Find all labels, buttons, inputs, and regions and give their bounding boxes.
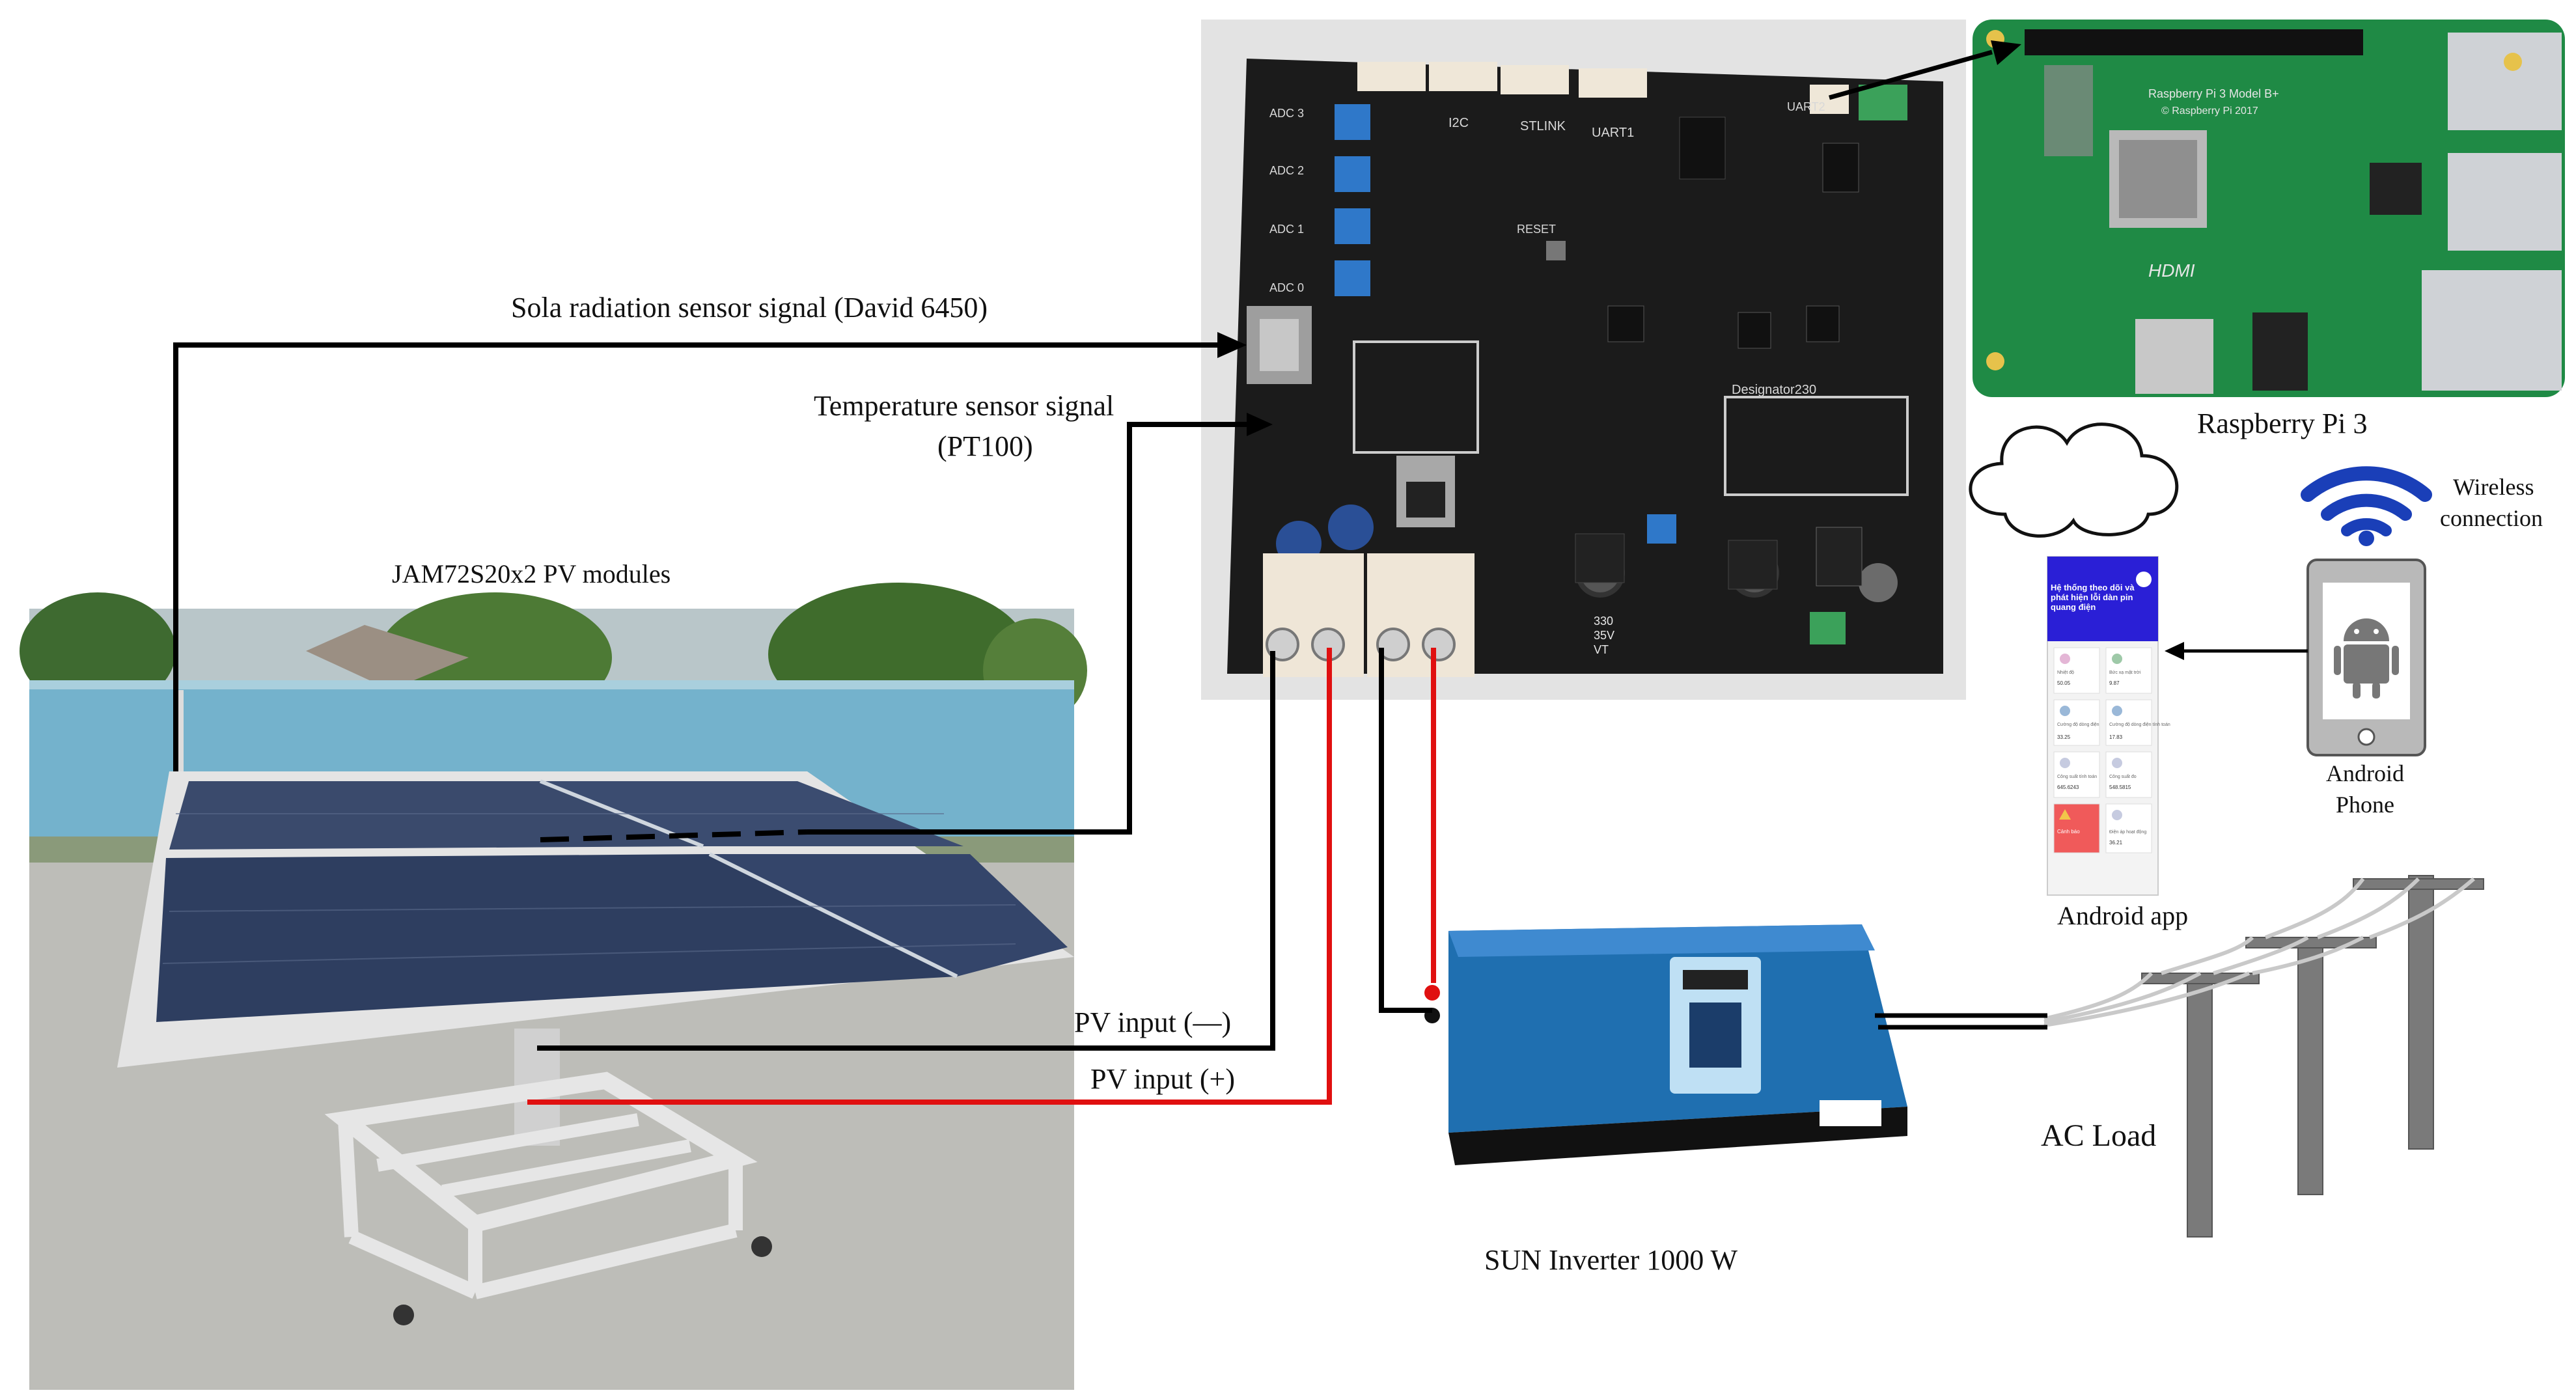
pcb-board-photo: I2C STLINK UART1 UART2 ADC 3 ADC 2 ADC 1…: [1201, 20, 1966, 700]
inverter-to-load-wire: [1875, 1013, 2047, 1030]
cloud-icon: [1969, 422, 2179, 538]
pcb-cap-text: VT: [1594, 643, 1609, 656]
arrow-phone-to-app: [2165, 642, 2308, 660]
ac-load-poles: [2141, 875, 2484, 1238]
rpi-silk-title: Raspberry Pi 3 Model B+: [2148, 87, 2279, 100]
pv-modules-label: JAM72S20x2 PV modules: [392, 559, 671, 588]
inverter-label: SUN Inverter 1000 W: [1484, 1244, 1738, 1276]
app-card-label: Cảnh báo: [2057, 829, 2080, 835]
pcb-designator: Designator230: [1732, 383, 1816, 397]
inverter-photo: [1424, 924, 1907, 1165]
pcb-cap-text: 330: [1594, 615, 1613, 628]
app-card-value: 33.25: [2057, 734, 2071, 740]
app-card-label: Cường độ dòng điện: [2057, 723, 2099, 727]
android-phone-label-line1: Android: [2326, 760, 2404, 786]
pcb-adc2: ADC 2: [1269, 164, 1304, 177]
raspberry-pi-photo: Raspberry Pi 3 Model B+ © Raspberry Pi 2…: [1973, 20, 2565, 397]
android-icon: [2334, 618, 2399, 698]
android-phone-icon: [2306, 559, 2426, 756]
app-card-label: Công suất tính toán: [2057, 773, 2097, 779]
app-card-label: Nhiệt độ: [2057, 671, 2074, 675]
app-card-label: Cường độ dòng điện tính toán: [2109, 723, 2170, 727]
app-card-label: Công suất đo: [2109, 773, 2137, 779]
pv-input-pos-label: PV input (+): [1090, 1063, 1235, 1095]
app-card-value: 548.5815: [2109, 784, 2131, 790]
pv-input-neg-label: PV input (—): [1074, 1006, 1231, 1038]
android-app-label: Android app: [2057, 901, 2188, 930]
pcb-header-uart2: UART2: [1787, 100, 1825, 113]
pcb-adc1: ADC 1: [1269, 223, 1304, 236]
app-card-value: 50.05: [2057, 680, 2071, 686]
inverter-negative-wire: [1379, 648, 1432, 1013]
android-app-screen: Hệ thống theo dõi và phát hiện lỗi dàn p…: [2047, 556, 2170, 896]
raspberry-label: Raspberry Pi 3: [2197, 408, 2368, 439]
temp-sensor-label-line1: Temperature sensor signal: [814, 390, 1114, 422]
pcb-cap-text: 35V: [1594, 629, 1614, 642]
pv-positive-wire: [527, 648, 1332, 1105]
pcb-to-raspberry-arrow: [1829, 40, 2021, 100]
ac-load-label: AC Load: [2041, 1118, 2156, 1153]
solar-sensor-wire: [173, 332, 1247, 771]
wireless-label-line2: connection: [2440, 505, 2543, 531]
app-title: Hệ thống theo dõi và phát hiện lỗi dàn p…: [2051, 583, 2135, 612]
pcb-header-stlink: STLINK: [1520, 119, 1566, 133]
pv-modules-photo: [20, 583, 1087, 1390]
pcb-adc3: ADC 3: [1269, 107, 1304, 120]
app-card-label: Điện áp hoạt động: [2109, 830, 2146, 835]
android-phone-label-line2: Phone: [2336, 792, 2394, 818]
app-card-grid: Nhiệt độ 50.05 Bức xạ mặt trời 9.87 Cườn…: [2053, 647, 2170, 853]
app-card-value: 36.21: [2109, 840, 2123, 846]
app-card-value: 645.6243: [2057, 784, 2079, 790]
app-card-label: Bức xạ mặt trời: [2109, 671, 2141, 675]
app-card-value: 17.83: [2109, 734, 2123, 740]
rpi-silk-year: © Raspberry Pi 2017: [2161, 105, 2258, 117]
pcb-header-i2c: I2C: [1448, 116, 1469, 130]
app-card-value: 9.87: [2109, 680, 2120, 686]
rpi-hdmi-label: HDMI: [2148, 260, 2195, 281]
pcb-reset-label: RESET: [1517, 223, 1556, 236]
wifi-icon: [2301, 466, 2432, 546]
pv-negative-wire: [537, 651, 1275, 1051]
pcb-adc0: ADC 0: [1269, 281, 1304, 294]
temp-sensor-wire: [540, 413, 1273, 842]
wireless-label-line1: Wireless: [2453, 474, 2534, 500]
pcb-header-uart1: UART1: [1592, 126, 1634, 140]
temp-sensor-label-line2: (PT100): [937, 430, 1033, 462]
ac-load-wires: [2043, 877, 2475, 1027]
solar-sensor-label: Sola radiation sensor signal (David 6450…: [511, 292, 988, 324]
